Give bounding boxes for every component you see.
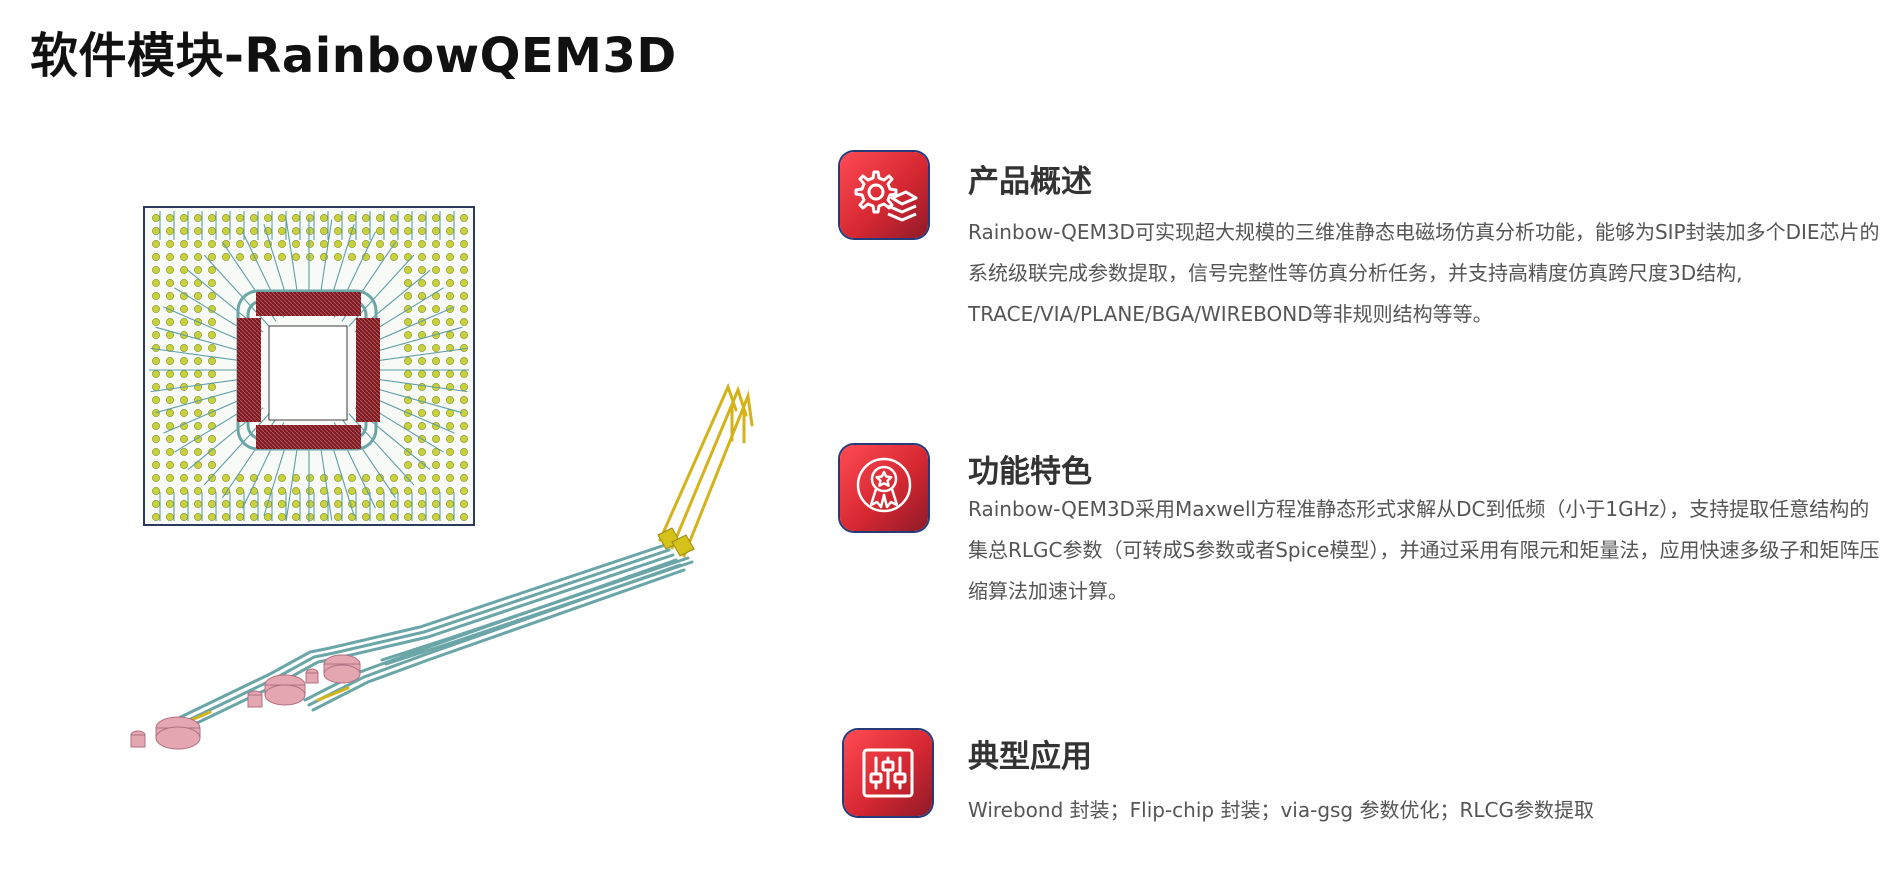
gear-layers-icon: [840, 152, 928, 238]
package-top-view: [143, 206, 475, 526]
section-body-features: Rainbow-QEM3D采用Maxwell方程准静态形式求解从DC到低频（小于…: [968, 497, 1880, 603]
3d-trace-structure: [130, 382, 754, 750]
package-layout-image: [130, 206, 754, 750]
package-illustration: [120, 180, 800, 764]
section-title-features: 功能特色: [968, 454, 1092, 490]
sliders-icon: [844, 730, 932, 816]
section-title-overview: 产品概述: [968, 164, 1092, 200]
section-body-overview: Rainbow-QEM3D可实现超大规模的三维准静态电磁场仿真分析功能，能够为S…: [968, 220, 1880, 326]
section-title-applications: 典型应用: [968, 739, 1092, 775]
page-title: 软件模块-RainbowQEM3D: [30, 28, 677, 84]
section-body-applications: Wirebond 封装；Flip-chip 封装；via-gsg 参数优化；RL…: [968, 798, 1594, 822]
award-medal-icon: [840, 445, 928, 531]
